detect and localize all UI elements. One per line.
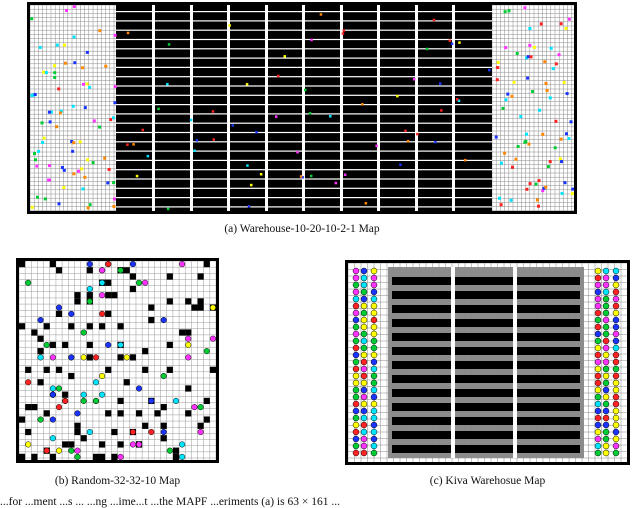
random-map-panel [16, 258, 219, 463]
caption-random-map: (b) Random-32-32-10 Map [54, 475, 181, 487]
caption-kiva-map: (c) Kiva Warehosue Map [429, 475, 546, 487]
warehouse-map-grid [30, 5, 574, 211]
random-map-grid [19, 261, 216, 460]
body-text-line: ...for ...ment ...s ... ...ng ...ime...t… [0, 496, 340, 508]
kiva-map-panel [345, 260, 630, 465]
kiva-map-grid [348, 263, 627, 462]
caption-warehouse-map: (a) Warehouse-10-20-10-2-1 Map [224, 223, 380, 235]
warehouse-map-panel [27, 2, 577, 214]
